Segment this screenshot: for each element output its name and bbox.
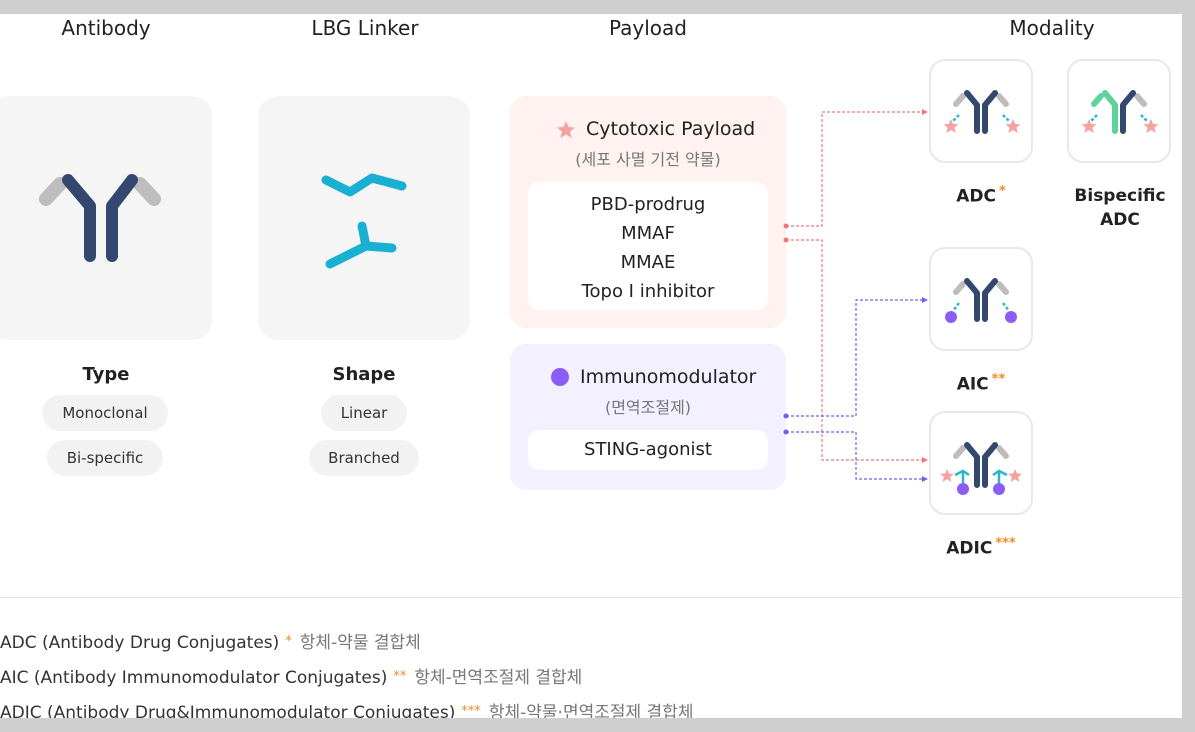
immuno-subtitle: (면역조절제) xyxy=(604,398,692,417)
cytotoxic-item: PBD-prodrug xyxy=(590,194,706,215)
linker-icon xyxy=(321,173,407,269)
linker-shape-label: Shape xyxy=(332,364,396,385)
immuno-items-box: STING-agonist xyxy=(528,430,768,470)
adic-icon xyxy=(940,442,1022,495)
antibody-card xyxy=(0,96,212,340)
column-title-payload: Payload xyxy=(609,16,687,40)
linker-shape-linear: Linear xyxy=(321,395,407,431)
cytotoxic-payload-box: Cytotoxic Payload (세포 사멸 기전 약물) PBD-prod… xyxy=(510,96,786,328)
antibody-type-label: Type xyxy=(82,364,130,385)
bispecific-adc-label: Bispecific ADC xyxy=(1074,186,1166,230)
bispecific-adc-icon xyxy=(1081,90,1159,134)
column-title-linker: LBG Linker xyxy=(311,16,419,40)
purple-dot-icon xyxy=(551,368,569,386)
immunomodulator-box: Immunomodulator (면역조절제) STING-agonist xyxy=(510,344,786,490)
divider xyxy=(0,597,1182,598)
antibody-icon xyxy=(39,174,161,262)
immuno-item: STING-agonist xyxy=(584,439,712,460)
antibody-type-bispecific: Bi-specific xyxy=(47,440,163,476)
adic-label: ADIC*** xyxy=(946,536,1016,559)
linker-shape-branched: Branched xyxy=(309,440,419,476)
adic-card xyxy=(929,411,1033,515)
legend-aic: AIC (Antibody Immunomodulator Conjugates… xyxy=(0,668,583,688)
antibody-type-monoclonal: Monoclonal xyxy=(42,395,168,431)
bispecific-adc-card xyxy=(1067,59,1171,163)
diagram-canvas: Antibody LBG Linker Payload Modality Typ… xyxy=(0,14,1182,718)
aic-icon xyxy=(945,278,1017,323)
cytotoxic-subtitle: (세포 사멸 기전 약물) xyxy=(575,150,721,169)
star-icon xyxy=(557,121,575,138)
aic-label: AIC** xyxy=(956,372,1006,395)
aic-card xyxy=(929,247,1033,351)
connector-lines xyxy=(783,109,928,482)
cytotoxic-items-box: PBD-prodrug MMAF MMAE Topo I inhibitor xyxy=(528,182,768,310)
adc-card xyxy=(929,59,1033,163)
cytotoxic-item: Topo I inhibitor xyxy=(581,281,715,302)
adc-label: ADC* xyxy=(956,184,1006,207)
cytotoxic-title: Cytotoxic Payload xyxy=(586,118,756,140)
column-title-modality: Modality xyxy=(1009,16,1095,40)
adc-icon xyxy=(943,90,1021,134)
cytotoxic-item: MMAE xyxy=(620,252,676,273)
column-title-antibody: Antibody xyxy=(61,16,151,40)
immuno-title: Immunomodulator xyxy=(580,366,757,388)
cytotoxic-item: MMAF xyxy=(621,223,675,244)
linker-card xyxy=(258,96,470,340)
legend-adic: ADIC (Antibody Drug&Immunomodulator Conj… xyxy=(0,703,694,718)
legend-adc: ADC (Antibody Drug Conjugates)*항체-약물 결합체 xyxy=(0,633,421,653)
